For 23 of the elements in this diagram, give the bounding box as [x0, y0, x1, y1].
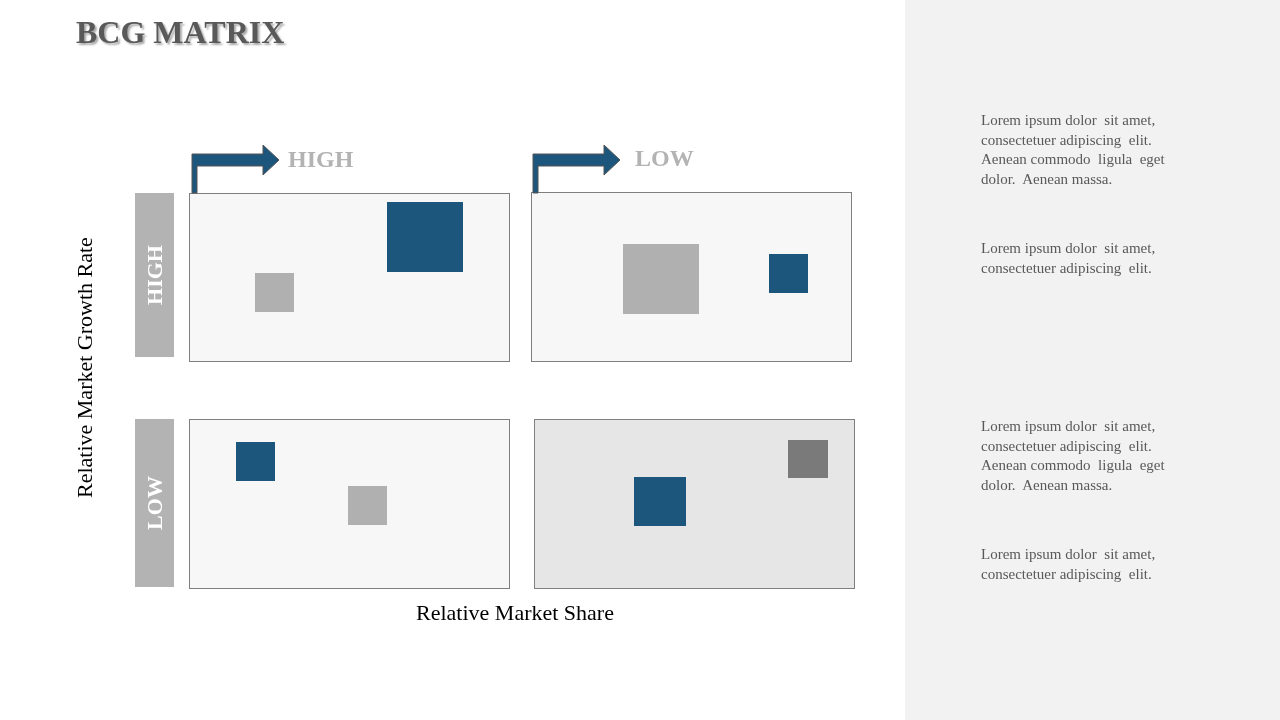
square-marker	[348, 486, 387, 525]
column-heading: HIGH	[288, 146, 354, 173]
axis-level-bar: LOW	[135, 419, 174, 587]
square-marker	[769, 254, 808, 293]
square-marker	[387, 202, 463, 272]
axis-title: Relative Market Growth Rate	[72, 238, 98, 498]
description-text: Lorem ipsum dolor sit amet, consectetuer adipiscing elit.	[981, 239, 1157, 278]
axis-title: Relative Market Share	[415, 600, 615, 626]
quadrant-panel	[189, 193, 510, 362]
square-marker	[236, 442, 275, 481]
title: BCG MATRIX	[76, 14, 285, 51]
description-text: Lorem ipsum dolor sit amet, consectetuer adipiscing elit. Aenean commodo ligula eget dolor. Aenean massa.	[981, 417, 1166, 495]
axis-level-bar: HIGH	[135, 193, 174, 357]
square-marker	[634, 477, 686, 526]
description-text: Lorem ipsum dolor sit amet, consectetuer adipiscing elit.	[981, 545, 1157, 584]
quadrant-panel	[531, 192, 852, 362]
square-marker	[788, 440, 828, 478]
square-marker	[255, 273, 294, 312]
column-heading: LOW	[635, 145, 694, 172]
quadrant-panel	[189, 419, 510, 589]
square-marker	[623, 244, 699, 314]
quadrant-panel	[534, 419, 855, 589]
description-text: Lorem ipsum dolor sit amet, consectetuer adipiscing elit. Aenean commodo ligula eget dolor. Aenean massa.	[981, 111, 1166, 189]
